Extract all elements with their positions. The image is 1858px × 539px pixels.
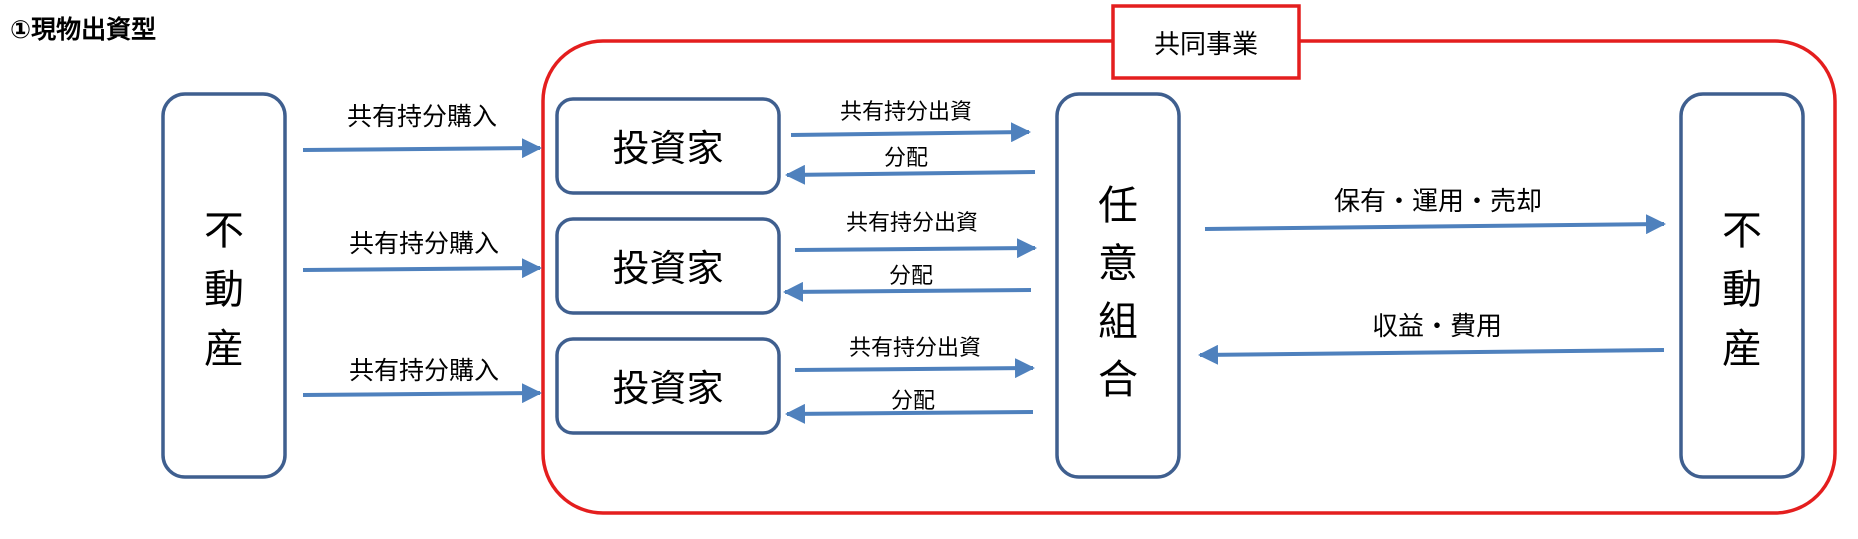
left-property-box bbox=[161, 92, 287, 479]
investor-label: 投資家 bbox=[613, 247, 724, 290]
investor-box bbox=[555, 97, 781, 195]
distribution-arrow bbox=[785, 403, 1034, 424]
joint-venture-label-box bbox=[1111, 4, 1301, 80]
purchase-arrow bbox=[302, 383, 542, 404]
left-property-char: 動 bbox=[204, 267, 244, 313]
right-property-char: 動 bbox=[1722, 267, 1762, 313]
union-char: 意 bbox=[1098, 241, 1138, 287]
investment-label: 共有持分出資 bbox=[840, 100, 972, 125]
investor-box bbox=[555, 337, 781, 435]
revenue-arrow bbox=[1198, 344, 1665, 365]
right-property-char: 産 bbox=[1722, 326, 1762, 372]
distribution-arrow bbox=[785, 164, 1036, 185]
diagram-title: ①現物出資型 bbox=[10, 15, 156, 44]
distribution-label: 分配 bbox=[884, 146, 928, 171]
purchase-arrow bbox=[302, 258, 542, 279]
purchase-label: 共有持分購入 bbox=[349, 356, 499, 385]
distribution-arrow bbox=[783, 281, 1032, 302]
joint-venture-label: 共同事業 bbox=[1154, 30, 1258, 60]
purchase-label: 共有持分購入 bbox=[347, 102, 497, 131]
investment-arrow bbox=[794, 358, 1035, 379]
right-property-box bbox=[1679, 92, 1805, 479]
investment-arrow bbox=[790, 122, 1031, 143]
investment-label: 共有持分出資 bbox=[849, 336, 981, 361]
union-char: 任 bbox=[1098, 183, 1138, 229]
distribution-label: 分配 bbox=[889, 264, 933, 289]
management-label: 保有・運用・売却 bbox=[1334, 187, 1542, 217]
left-property-char: 産 bbox=[204, 326, 244, 372]
investor-box bbox=[555, 217, 781, 315]
investor-label: 投資家 bbox=[613, 367, 724, 410]
revenue-label: 収益・費用 bbox=[1372, 312, 1502, 342]
management-arrow bbox=[1204, 214, 1666, 235]
distribution-label: 分配 bbox=[891, 389, 935, 414]
investment-arrow bbox=[794, 238, 1037, 259]
union-box bbox=[1055, 92, 1181, 479]
right-property-char: 不 bbox=[1722, 208, 1762, 254]
union-char: 組 bbox=[1098, 299, 1138, 345]
left-property-char: 不 bbox=[204, 208, 244, 254]
investor-label: 投資家 bbox=[613, 127, 724, 170]
purchase-label: 共有持分購入 bbox=[349, 229, 499, 258]
investment-label: 共有持分出資 bbox=[846, 211, 978, 236]
union-char: 合 bbox=[1098, 357, 1138, 403]
purchase-arrow bbox=[302, 138, 542, 159]
